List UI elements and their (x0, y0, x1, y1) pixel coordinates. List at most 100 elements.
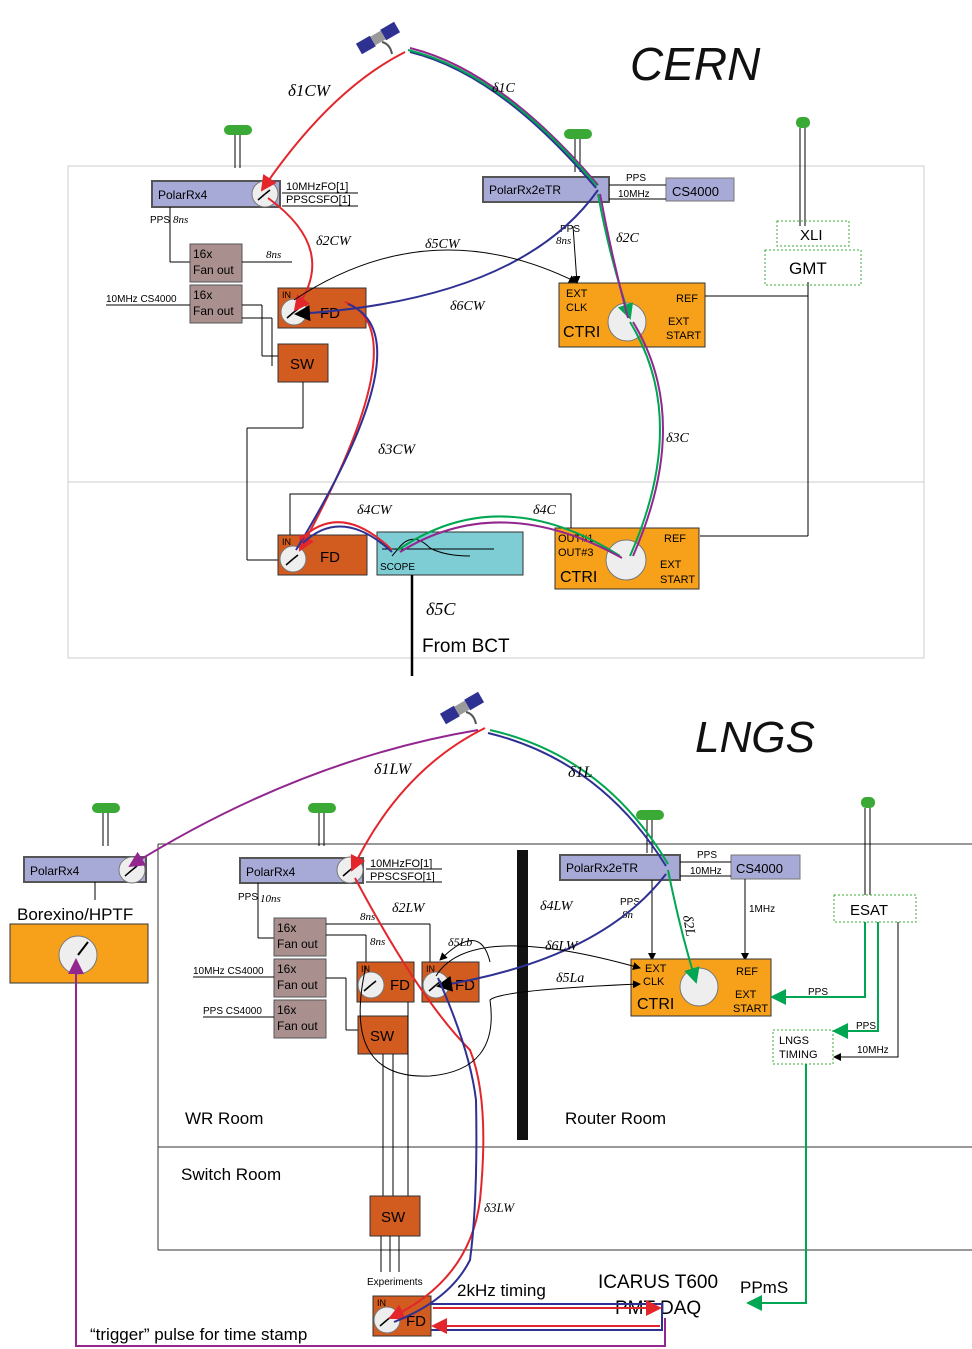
out-10mhz-label: 10MHzFO[1] (370, 858, 432, 870)
svg-text:LNGS: LNGS (779, 1035, 809, 1047)
delta-2l: δ2L (679, 914, 698, 938)
pps-label: PPS (150, 215, 170, 226)
cern-title: CERN (630, 38, 761, 90)
delta-4c: δ4C (533, 503, 557, 518)
antenna-icon (307, 802, 337, 847)
gmt-box[interactable]: GMT (764, 249, 862, 286)
svg-text:PolarRx4: PolarRx4 (158, 188, 208, 202)
delta-5c: δ5C (426, 599, 456, 619)
svg-text:16x: 16x (277, 921, 296, 935)
polarrx2etr-receiver[interactable]: PolarRx2eTR (482, 176, 610, 203)
delta-2c: δ2C (616, 231, 640, 246)
svg-text:PolarRx4: PolarRx4 (246, 865, 296, 879)
svg-text:CS4000: CS4000 (672, 184, 719, 199)
sw-box[interactable]: SW (369, 1195, 421, 1237)
pps-label: PPS (626, 173, 646, 184)
polarrx4-receiver[interactable]: PolarRx4 (23, 856, 147, 884)
borexino-box[interactable] (9, 923, 149, 984)
svg-text:PolarRx2eTR: PolarRx2eTR (489, 183, 561, 197)
pps-b-label: PPS (856, 1021, 876, 1032)
trigger-pulse-label: “trigger” pulse for time stamp (90, 1325, 307, 1344)
lngs-timing-box[interactable]: LNGS TIMING (772, 1029, 834, 1065)
fd-box[interactable]: IN FD (356, 961, 415, 1003)
icarus-label: ICARUS T600 (598, 1272, 718, 1293)
esat-box[interactable]: ESAT (833, 894, 917, 923)
svg-text:CTRI: CTRI (560, 569, 597, 586)
delta-2lw: δ2LW (392, 901, 426, 916)
svg-text:EXT: EXT (566, 288, 588, 300)
delta-3c: δ3C (666, 431, 690, 446)
fanout-box[interactable]: 16x Fan out (273, 999, 327, 1039)
svg-text:SW: SW (370, 1028, 395, 1045)
svg-text:Fan out: Fan out (193, 304, 234, 318)
svg-text:SW: SW (290, 356, 315, 373)
svg-text:FD: FD (320, 549, 340, 566)
fanout-delay: 8ns (360, 911, 375, 923)
svg-text:Fan out: Fan out (277, 1019, 318, 1033)
fd-box[interactable]: IN FD (421, 961, 480, 1003)
ppms-label: PPmS (740, 1278, 788, 1297)
polarrx4-receiver[interactable]: PolarRx4 (151, 180, 281, 208)
khz-timing-label: 2kHz timing (457, 1281, 546, 1300)
tenmhz-label: 10MHz (690, 866, 722, 877)
svg-text:PolarRx4: PolarRx4 (30, 864, 80, 878)
antenna-icon (223, 124, 253, 169)
xli-box[interactable]: XLI (776, 220, 850, 247)
svg-text:EXT: EXT (668, 316, 690, 328)
experiments-label: Experiments (367, 1277, 423, 1288)
cs4000-box[interactable]: CS4000 (665, 177, 735, 202)
cern-lower-room (67, 481, 925, 659)
out-10mhz-label: 10MHzFO[1] (286, 181, 348, 193)
polarrx4-receiver[interactable]: PolarRx4 (239, 856, 364, 884)
fanout-delay: 8ns (266, 249, 281, 261)
delta-6cw: δ6CW (450, 299, 486, 314)
sw-box[interactable]: SW (277, 343, 329, 383)
svg-text:IN: IN (426, 964, 435, 974)
svg-text:EXT: EXT (660, 559, 682, 571)
fd-box[interactable]: IN FD (372, 1295, 432, 1337)
pps-a-label: PPS (808, 987, 828, 998)
one-mhz-label: 1MHz (749, 904, 775, 915)
pps-label: PPS (238, 892, 258, 903)
fanout-box[interactable]: 16x Fan out (189, 243, 243, 283)
svg-text:Fan out: Fan out (193, 263, 234, 277)
out-pps-label: PPSCSFO[1] (286, 194, 351, 206)
delta-4lw: δ4LW (540, 899, 574, 914)
delta-1lw: δ1LW (374, 761, 413, 778)
tenmhz-cs4000-label: 10MHz CS4000 (193, 966, 264, 977)
fanout-delay: 8ns (370, 936, 385, 948)
from-bct: From BCT (422, 636, 510, 657)
lngs-title: LNGS (695, 713, 815, 762)
svg-text:CS4000: CS4000 (736, 861, 783, 876)
svg-text:16x: 16x (277, 962, 296, 976)
cern-upper-room (67, 165, 925, 483)
svg-text:SCOPE: SCOPE (380, 562, 415, 573)
svg-text:FD: FD (390, 977, 410, 994)
pps-label: PPS (560, 224, 580, 235)
delta-5cw: δ5CW (425, 237, 461, 252)
ctri-box[interactable]: EXT CLK CTRI REF EXT START (558, 282, 706, 348)
out-pps-label: PPSCSFO[1] (370, 871, 435, 883)
antenna-icon (91, 802, 121, 847)
pps-delay: 10ns (260, 893, 281, 905)
scope-box[interactable]: SCOPE (376, 531, 524, 576)
switch-room-label: Switch Room (181, 1165, 281, 1184)
svg-text:REF: REF (736, 966, 758, 978)
fanout-box[interactable]: 16x Fan out (189, 284, 243, 324)
svg-text:16x: 16x (193, 288, 212, 302)
pps-delay: 8n (622, 909, 634, 921)
router-room-label: Router Room (565, 1109, 666, 1128)
fd-box[interactable]: IN FD (277, 534, 368, 576)
svg-text:Fan out: Fan out (277, 937, 318, 951)
cs4000-box[interactable]: CS4000 (730, 854, 801, 880)
polarrx2etr-receiver[interactable]: PolarRx2eTR (559, 854, 681, 881)
fanout-box[interactable]: 16x Fan out (273, 958, 327, 998)
svg-text:SW: SW (381, 1209, 406, 1226)
ctri-box[interactable]: EXT CLK CTRI REF EXT START (630, 958, 772, 1017)
sw-box[interactable]: SW (357, 1015, 409, 1055)
svg-text:CLK: CLK (566, 302, 588, 314)
svg-text:IN: IN (282, 290, 291, 300)
delta-1l: δ1L (568, 764, 592, 781)
delta-3lw: δ3LW (484, 1200, 515, 1215)
fanout-box[interactable]: 16x Fan out (273, 917, 327, 957)
